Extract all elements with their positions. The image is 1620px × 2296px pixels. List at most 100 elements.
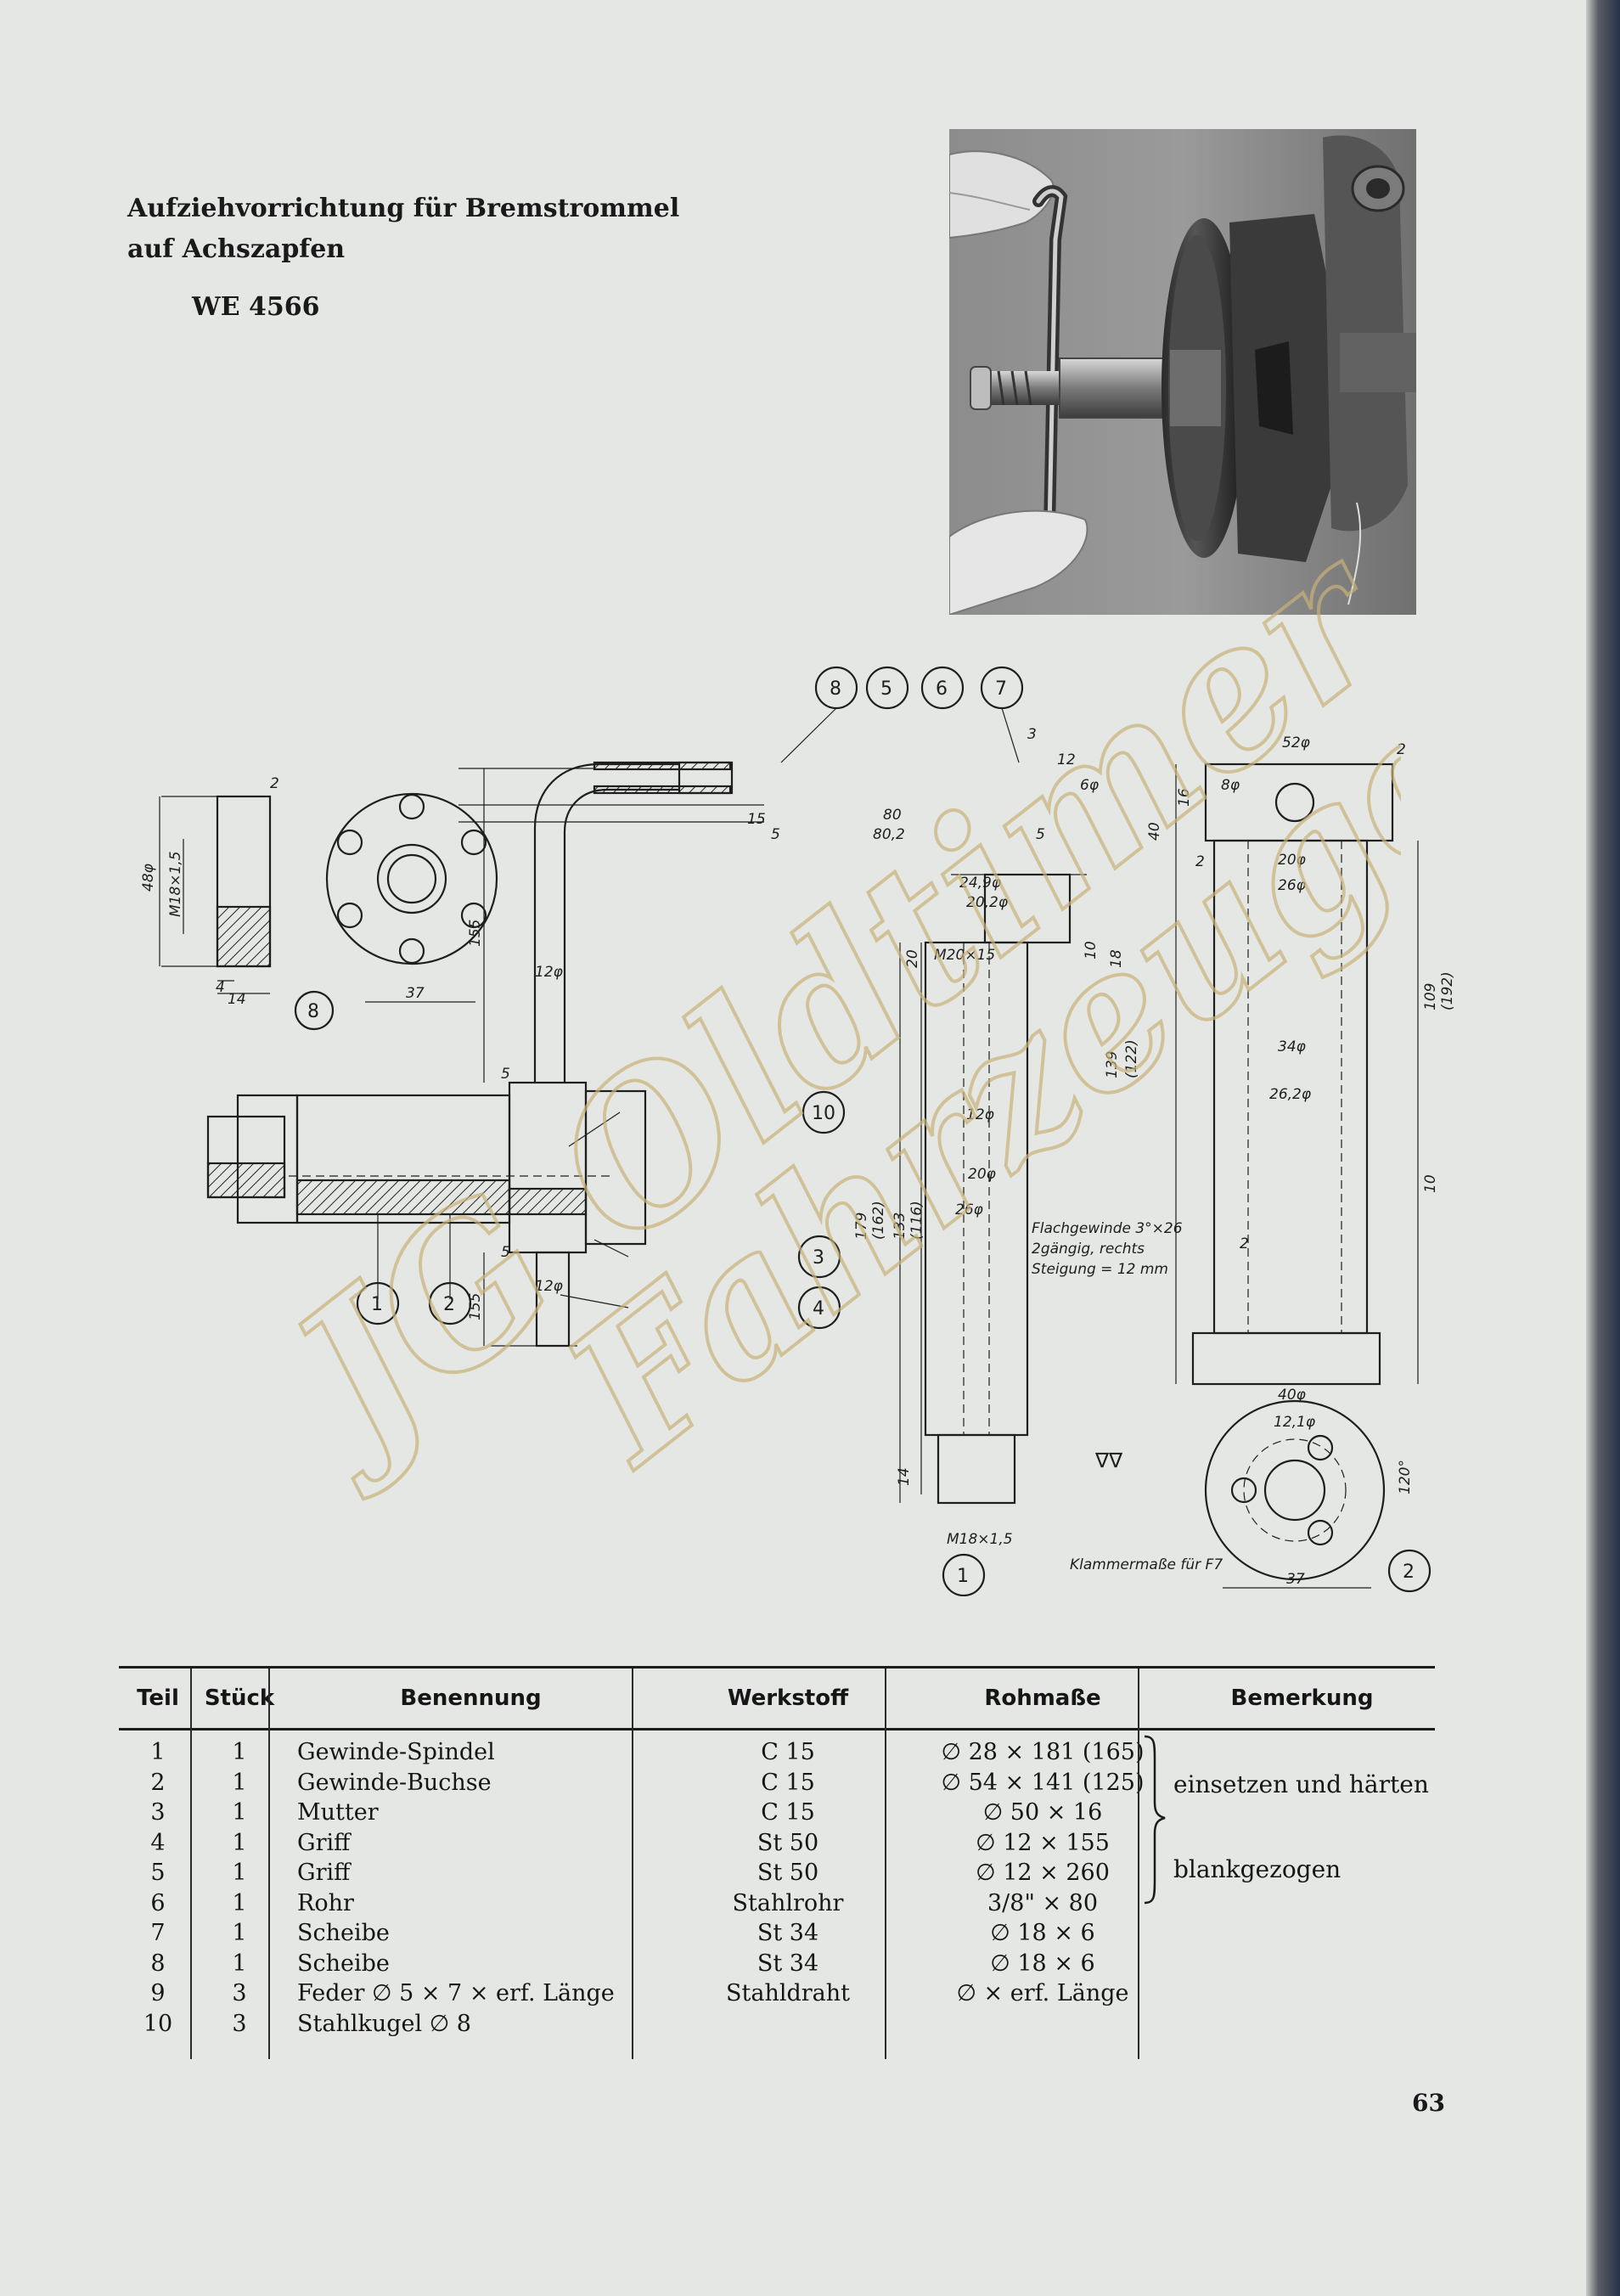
- table-row: 10 3 Stahlkugel ∅ 8: [119, 2009, 1435, 2040]
- table-row: 9 3 Feder ∅ 5 × 7 × erf. Länge Stahldrah…: [119, 1978, 1435, 2009]
- dim-133: 133: [892, 1213, 908, 1240]
- balloon-5: 5: [880, 678, 892, 700]
- dim-249: 24,9φ: [959, 875, 1002, 892]
- cell-bemerkung: [1170, 1888, 1435, 1919]
- dim-179: 179: [853, 1213, 870, 1240]
- dim-5a: 5: [771, 826, 780, 843]
- parts-table: Teil Stück Benennung Werkstoff Rohmaße B…: [119, 1666, 1435, 2039]
- document-title: Aufziehvorrichtung für Bremstrommel auf …: [127, 189, 679, 328]
- dim-18: 18: [1108, 949, 1125, 968]
- dim-4: 4: [216, 979, 225, 996]
- header-stueck: Stück: [197, 1666, 282, 1730]
- cell-stueck: 3: [232, 1980, 247, 2006]
- dim-262: 26,2φ: [1269, 1086, 1312, 1103]
- table-row: 3 1 Mutter C 15 ∅ 50 × 16: [119, 1798, 1435, 1828]
- dim-14b: 14: [896, 1467, 913, 1486]
- cell-benennung: Gewinde-Spindel: [297, 1739, 495, 1765]
- cell-bemerkung: [1170, 1828, 1435, 1859]
- cell-werkstoff: St 34: [757, 1950, 819, 1977]
- balloon-8: 8: [830, 678, 841, 700]
- table-row: 7 1 Scheibe St 34 ∅ 18 × 6: [119, 1918, 1435, 1949]
- cell-teil: 10: [143, 2010, 173, 2037]
- cell-stueck: 1: [232, 1769, 247, 1796]
- dim-155a: 155: [467, 920, 484, 947]
- dim-12b: 12φ: [535, 1278, 564, 1295]
- cell-werkstoff: C 15: [761, 1769, 815, 1796]
- table-row: 4 1 Griff St 50 ∅ 12 × 155: [119, 1828, 1435, 1859]
- dim-120: 120°: [1397, 1460, 1414, 1494]
- cell-stueck: 3: [232, 2010, 247, 2037]
- cell-benennung: Mutter: [297, 1799, 379, 1826]
- dim-12a: 12φ: [535, 964, 564, 981]
- table-divider: [190, 1669, 192, 2059]
- cell-werkstoff: [661, 2009, 915, 2040]
- title-line-1: Aufziehvorrichtung für Bremstrommel: [127, 194, 680, 223]
- dim-2a: 2: [270, 775, 279, 792]
- thread-note-2: 2gängig, rechts: [1032, 1241, 1145, 1258]
- cell-teil: 1: [150, 1739, 166, 1765]
- cell-bemerkung: [1170, 1730, 1435, 1768]
- remark-brace: [1144, 1735, 1166, 1905]
- dim-122: (122): [1123, 1039, 1140, 1078]
- dim-109: 109: [1422, 983, 1439, 1010]
- cell-teil: 7: [150, 1920, 166, 1946]
- dim-48: 48φ: [140, 863, 157, 892]
- cell-stueck: 1: [232, 1889, 247, 1916]
- cell-teil: 8: [150, 1950, 166, 1977]
- cell-rohmasse: ∅ 28 × 181 (165): [941, 1739, 1145, 1765]
- dim-80: 80: [883, 807, 902, 824]
- dim-14a: 14: [228, 991, 246, 1008]
- cell-benennung: Rohr: [297, 1889, 354, 1916]
- cell-werkstoff: St 50: [757, 1860, 819, 1886]
- cell-rohmasse: ∅ 18 × 6: [990, 1950, 1095, 1977]
- dim-20b: 20φ: [968, 1166, 997, 1183]
- thread-note-3: Steigung = 12 mm: [1032, 1261, 1168, 1278]
- dim-116: (116): [908, 1201, 925, 1240]
- balloon-1-assembly: 1: [371, 1294, 383, 1315]
- cell-benennung: Griff: [297, 1829, 351, 1856]
- balloon-6: 6: [936, 678, 948, 700]
- dim-802: 80,2: [873, 826, 905, 843]
- dim-5b: 5: [1036, 826, 1045, 843]
- balloon-4: 4: [813, 1298, 824, 1320]
- technical-drawing: 48φ M18×1,5 14 4 2 37 8: [140, 666, 1456, 1596]
- table-row: 2 1 Gewinde-Buchse C 15 ∅ 54 × 141 (125): [119, 1768, 1435, 1798]
- cell-rohmasse: 3/8" × 80: [987, 1889, 1099, 1916]
- book-binding: [1586, 0, 1620, 2296]
- cell-stueck: 1: [232, 1860, 247, 1886]
- cell-benennung: Scheibe: [297, 1920, 390, 1946]
- cell-teil: 3: [150, 1799, 166, 1826]
- tool-photograph: [949, 129, 1416, 615]
- dim-2d: 2: [1240, 1235, 1249, 1252]
- cell-werkstoff: St 50: [757, 1829, 819, 1856]
- cell-werkstoff: C 15: [761, 1739, 815, 1765]
- dim-m18b: M18×1,5: [947, 1531, 1013, 1548]
- dim-162: (162): [870, 1201, 887, 1240]
- dim-34: 34φ: [1278, 1038, 1307, 1055]
- table-row: 8 1 Scheibe St 34 ∅ 18 × 6: [119, 1949, 1435, 1979]
- dim-6: 6φ: [1080, 777, 1100, 794]
- cell-bemerkung: [1170, 1978, 1435, 2009]
- cell-werkstoff: C 15: [761, 1799, 815, 1826]
- dim-20: 20: [904, 949, 921, 968]
- header-teil: Teil: [119, 1666, 197, 1730]
- cell-bemerkung: [1170, 1949, 1435, 1979]
- cell-benennung: Gewinde-Buchse: [297, 1769, 492, 1796]
- cell-rohmasse: [915, 2009, 1170, 2040]
- title-line-2: auf Achszapfen: [127, 234, 346, 264]
- table-row: 5 1 Griff St 50 ∅ 12 × 260: [119, 1858, 1435, 1888]
- dim-m18-nut: M18×1,5: [167, 851, 184, 917]
- bracket-note: Klammermaße für F7: [1070, 1556, 1223, 1573]
- cell-benennung: Stahlkugel ∅ 8: [297, 2010, 471, 2037]
- header-rohmasse: Rohmaße: [915, 1666, 1170, 1730]
- dim-52: 52φ: [1282, 734, 1311, 751]
- table-divider: [632, 1669, 633, 2059]
- dim-10: 10: [1083, 941, 1100, 959]
- cell-rohmasse: ∅ 18 × 6: [990, 1920, 1095, 1946]
- cell-benennung: Feder ∅ 5 × 7 × erf. Länge: [297, 1980, 615, 2006]
- table-row: 6 1 Rohr Stahlrohr 3/8" × 80: [119, 1888, 1435, 1919]
- cell-teil: 2: [150, 1769, 166, 1796]
- cell-bemerkung: [1170, 2009, 1435, 2040]
- cell-rohmasse: ∅ 12 × 155: [976, 1829, 1110, 1856]
- dim-10b: 10: [1422, 1174, 1439, 1193]
